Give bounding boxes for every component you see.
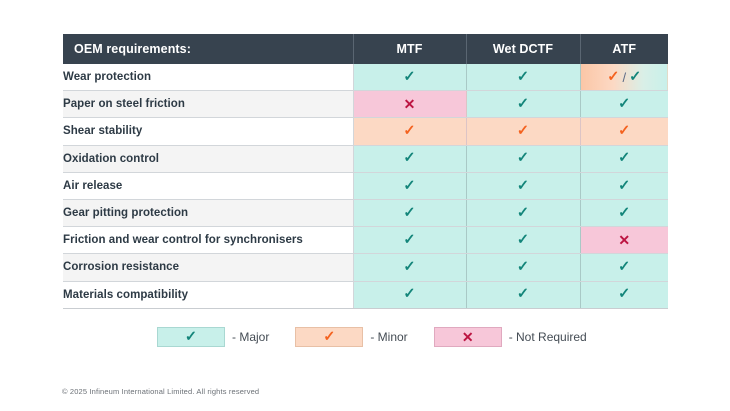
check-major-icon: ✓ [618,259,631,276]
table-row: Gear pitting protection ✓ ✓ ✓ [63,199,668,228]
check-major-icon: ✓ [516,231,530,248]
row-label: Air release [63,172,354,200]
legend-label: - Major [232,330,270,344]
check-major-icon: ✓ [403,231,416,248]
check-major-icon: ✓ [403,68,416,85]
check-major-icon: ✓ [516,286,530,303]
table-row: Air release ✓ ✓ ✓ [63,172,668,200]
cell-atf: ✓/✓ [580,64,668,92]
cell-wetdctf: ✓ [466,64,581,92]
check-major-icon: ✓ [618,96,631,113]
table-row: Corrosion resistance ✓ ✓ ✓ [63,253,668,282]
cell-atf: ✓ [580,172,668,200]
cell-atf: ✓ [580,90,668,119]
check-major-icon: ✓ [618,286,631,303]
legend-swatch-major: ✓ [157,327,225,347]
check-major-icon: ✓ [403,177,416,194]
check-major-icon: ✓ [403,286,416,303]
mixed-mark: ✓/✓ [607,70,641,85]
table-row: Materials compatibility ✓ ✓ ✓ [63,281,668,309]
column-header-atf: ATF [580,34,668,64]
cross-icon: ✕ [403,95,416,112]
row-label: Corrosion resistance [63,253,354,282]
table-row: Friction and wear control for synchronis… [63,226,668,255]
check-major-icon: ✓ [403,150,416,167]
cell-atf: ✓ [580,281,668,309]
cell-atf: ✓ [580,145,668,173]
column-header-wet-dctf: Wet DCTF [466,34,581,64]
table-body: Wear protection✓✓✓/✓Paper on steel frict… [63,64,668,309]
requirements-table-wrapper: OEM requirements: MTF Wet DCTF ATF Wear … [63,34,668,309]
cell-atf: ✓ [580,253,668,282]
cell-atf: ✓ [580,199,668,228]
check-major-icon: ✓ [516,259,530,276]
row-label: Friction and wear control for synchronis… [63,226,354,255]
cell-mtf: ✕ [353,90,467,119]
cell-mtf: ✓ [353,117,467,146]
cell-wetdctf: ✓ [466,281,581,309]
column-header-mtf: MTF [353,34,467,64]
check-minor-icon: ✓ [618,123,631,140]
cell-mtf: ✓ [353,199,467,228]
row-label: Oxidation control [63,145,354,173]
check-major-icon: ✓ [403,259,416,276]
column-header-oem-requirements: OEM requirements: [63,34,354,64]
check-major-icon: ✓ [516,177,530,194]
cell-mtf: ✓ [353,145,467,173]
table-row: Paper on steel friction ✕ ✓ ✓ [63,90,668,119]
cell-wetdctf: ✓ [466,172,581,200]
check-major-icon: ✓ [516,150,530,167]
cell-atf: ✕ [580,226,668,255]
check-major-icon: ✓ [184,328,198,345]
check-major-icon: ✓ [516,204,530,221]
cell-wetdctf: ✓ [466,90,581,119]
legend-swatch-minor: ✓ [295,327,364,347]
cell-wetdctf: ✓ [466,199,581,228]
check-minor-icon: ✓ [323,328,336,345]
table-row: Wear protection✓✓✓/✓ [63,64,668,92]
legend: ✓ - Major ✓ - Minor ✕ - Not Required [157,327,587,347]
cell-mtf: ✓ [353,281,467,309]
row-label: Paper on steel friction [63,90,354,119]
cell-wetdctf: ✓ [466,253,581,282]
legend-label: - Not Required [508,330,587,344]
cell-mtf: ✓ [353,64,467,92]
table-header-row: OEM requirements: MTF Wet DCTF ATF [63,34,668,64]
cell-wetdctf: ✓ [466,117,581,146]
legend-item-minor: ✓ - Minor [295,327,408,347]
check-major-icon: ✓ [516,96,530,113]
row-label: Materials compatibility [63,281,354,309]
cell-mtf: ✓ [353,253,467,282]
row-label: Shear stability [63,117,354,146]
check-minor-icon: ✓ [607,68,620,85]
check-major-icon: ✓ [403,204,416,221]
cell-mtf: ✓ [353,226,467,255]
check-major-icon: ✓ [516,68,530,85]
cell-atf: ✓ [580,117,668,146]
check-minor-icon: ✓ [516,123,530,140]
check-major-icon: ✓ [618,177,631,194]
check-major-icon: ✓ [618,204,631,221]
row-label: Wear protection [63,64,354,92]
separator-slash-icon: / [622,69,627,85]
cell-mtf: ✓ [353,172,467,200]
footer-copyright: © 2025 Infineum International Limited. A… [62,387,260,396]
table-row: Oxidation control ✓ ✓ ✓ [63,145,668,173]
check-minor-icon: ✓ [403,123,416,140]
cell-wetdctf: ✓ [466,145,581,173]
legend-item-none: ✕ - Not Required [433,327,587,347]
legend-item-major: ✓ - Major [157,327,269,347]
cell-wetdctf: ✓ [466,226,581,255]
legend-swatch-none: ✕ [433,327,502,347]
legend-label: - Minor [370,330,408,344]
row-label: Gear pitting protection [63,199,354,228]
table-row: Shear stability ✓ ✓ ✓ [63,117,668,146]
cross-icon: ✕ [618,231,631,248]
cross-icon: ✕ [461,329,474,345]
check-major-icon: ✓ [629,68,642,85]
requirements-table: OEM requirements: MTF Wet DCTF ATF Wear … [63,34,668,309]
table-header: OEM requirements: MTF Wet DCTF ATF [63,34,668,64]
check-major-icon: ✓ [618,150,631,167]
